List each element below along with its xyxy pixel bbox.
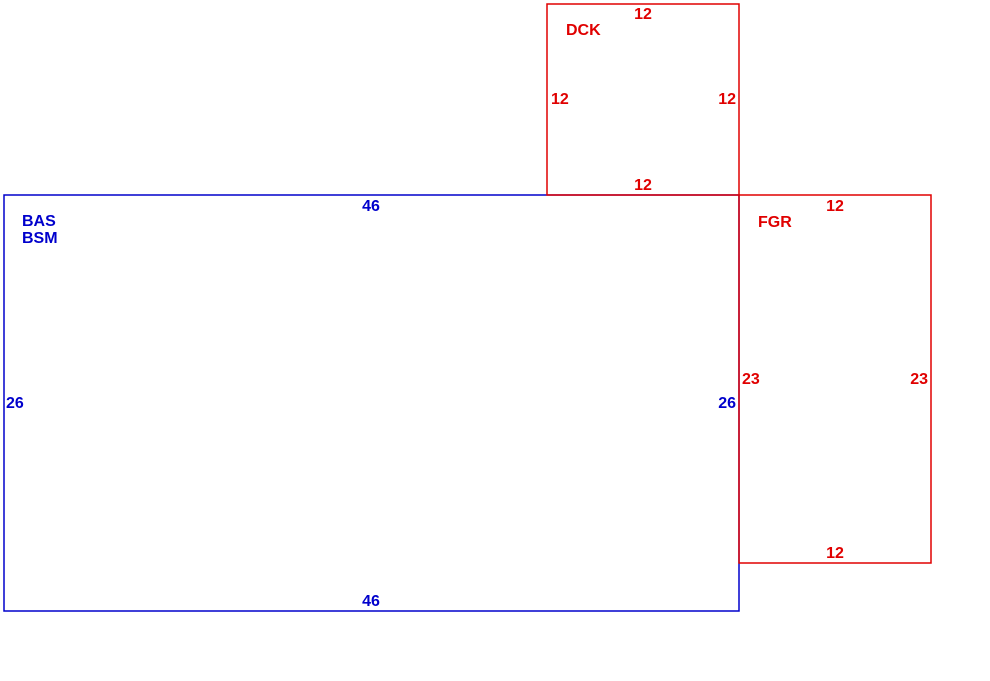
garage-area: FGR 12 12 23 23	[738, 194, 932, 564]
main-dim-bottom: 46	[362, 593, 380, 610]
main-area-label-bas: BAS	[22, 213, 56, 230]
main-area-label-bsm: BSM	[22, 230, 58, 247]
main-dim-right: 26	[718, 395, 736, 412]
garage-dim-bottom: 12	[826, 545, 844, 562]
garage-dim-right: 23	[910, 371, 928, 388]
garage-dim-left: 23	[742, 371, 760, 388]
garage-area-outline	[738, 194, 932, 564]
deck-area: DCK 12 12 12 12	[546, 3, 740, 196]
deck-dim-left: 12	[551, 91, 569, 108]
garage-area-label: FGR	[758, 214, 792, 231]
main-area-outline	[3, 194, 740, 612]
deck-area-outline	[546, 3, 740, 196]
main-dim-left: 26	[6, 395, 24, 412]
deck-dim-bottom: 12	[634, 177, 652, 194]
deck-area-label: DCK	[566, 22, 601, 39]
main-dim-top: 46	[362, 198, 380, 215]
garage-dim-top: 12	[826, 198, 844, 215]
deck-dim-right: 12	[718, 91, 736, 108]
deck-dim-top: 12	[634, 6, 652, 23]
main-area: BAS BSM 46 46 26 26	[3, 194, 740, 612]
